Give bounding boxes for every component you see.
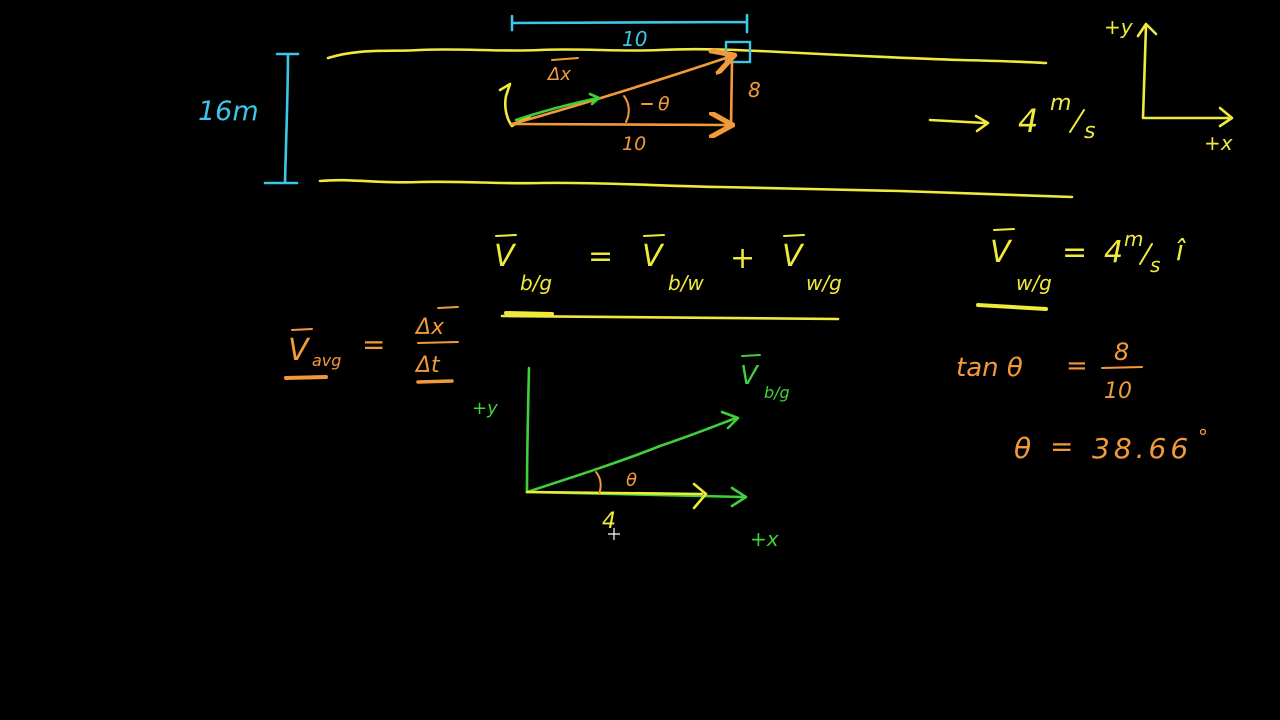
vd-angle-label: θ bbox=[626, 470, 637, 491]
current-unit-den: s bbox=[1084, 119, 1095, 144]
vd-x-comp-label: 4 bbox=[602, 509, 616, 534]
water-velocity-equation: V w/g = 4 m s î bbox=[976, 227, 1186, 311]
tan-fraction-bar bbox=[1101, 366, 1143, 369]
vwg-unit-den: s bbox=[1150, 253, 1160, 277]
tan-den: 10 bbox=[1104, 379, 1132, 404]
triangle-base-label: 10 bbox=[622, 133, 646, 155]
boat-velocity-hint bbox=[514, 92, 601, 122]
triangle-angle-label: θ bbox=[658, 93, 670, 115]
river-width-bracket bbox=[263, 52, 300, 185]
eq-t2-v: V bbox=[782, 239, 805, 274]
eq-plus: + bbox=[730, 241, 755, 276]
pen-cursor bbox=[608, 528, 620, 540]
vd-y-axis bbox=[525, 366, 531, 494]
theta-lhs: θ bbox=[1014, 432, 1031, 465]
river-width-label: 16m bbox=[198, 96, 259, 127]
vwg-equals: = bbox=[1062, 235, 1087, 270]
angle-result: θ = 38.66 ° bbox=[1014, 425, 1208, 465]
eq-lhs-v: V bbox=[494, 239, 517, 274]
average-velocity-equation: V avg = Δx Δt bbox=[284, 306, 459, 384]
vector-sum-equation: V b/g = V b/w + V w/g bbox=[494, 234, 842, 321]
vwg-value: 4 bbox=[1104, 235, 1123, 270]
eq-t1-v: V bbox=[642, 239, 665, 274]
landing-box bbox=[724, 40, 752, 64]
vavg-v: V bbox=[288, 333, 311, 368]
vwg-unit-num: m bbox=[1124, 227, 1143, 251]
vd-x-label: +x bbox=[750, 527, 779, 551]
tan-lhs: tan θ bbox=[956, 353, 1023, 383]
current-arrow bbox=[928, 114, 990, 133]
top-axis-y-label: +y bbox=[1104, 15, 1134, 39]
displacement-hyp bbox=[510, 56, 732, 126]
vavg-num: Δx bbox=[414, 315, 445, 340]
eq-t2-sub: w/g bbox=[806, 271, 842, 295]
triangle-hyp-label: Δx bbox=[546, 64, 571, 85]
vwg-v: V bbox=[990, 235, 1013, 270]
displacement-height bbox=[729, 60, 734, 128]
tan-num: 8 bbox=[1114, 338, 1129, 366]
vavg-equals: = bbox=[362, 328, 385, 361]
vd-v-sub: b/g bbox=[764, 383, 790, 402]
vavg-sub: avg bbox=[312, 351, 341, 370]
displacement-base bbox=[510, 124, 730, 125]
eq-lhs-underline bbox=[504, 311, 554, 316]
theta-degree: ° bbox=[1198, 425, 1208, 449]
vd-x-component bbox=[525, 482, 708, 510]
tan-equals: = bbox=[1066, 351, 1088, 381]
vwg-sub: w/g bbox=[1016, 271, 1052, 295]
triangle-height-label: 8 bbox=[748, 78, 761, 102]
eq-equals: = bbox=[588, 239, 613, 274]
span-bracket bbox=[510, 13, 749, 34]
vd-angle-arc bbox=[595, 471, 602, 495]
vwg-unit-vector: î bbox=[1176, 234, 1186, 267]
triangle-hyp-bar bbox=[551, 57, 579, 61]
vd-resultant-vector bbox=[525, 410, 740, 494]
vavg-underline bbox=[284, 375, 328, 380]
vavg-den-underline bbox=[416, 379, 454, 384]
current-unit-slash bbox=[1069, 109, 1085, 133]
theta-equals: = bbox=[1050, 430, 1073, 463]
vwg-underline bbox=[976, 303, 1048, 311]
eq-lhs-sub: b/g bbox=[520, 271, 552, 295]
river-bottom-bank bbox=[318, 178, 1074, 199]
top-axis-x-label: +x bbox=[1204, 131, 1233, 155]
triangle-angle-arc bbox=[623, 95, 630, 123]
current-speed: 4 bbox=[1018, 102, 1038, 140]
theta-value: 38.66 bbox=[1092, 432, 1192, 465]
eq-t1-sub: b/w bbox=[668, 271, 704, 295]
vd-y-label: +y bbox=[472, 398, 498, 419]
eq-underline bbox=[500, 314, 840, 321]
span-label: 10 bbox=[622, 27, 647, 51]
tangent-equation: tan θ = 8 10 bbox=[956, 338, 1143, 404]
current-unit-num: m bbox=[1050, 91, 1071, 116]
vd-v-label: V bbox=[740, 361, 760, 391]
river-top-bank bbox=[326, 47, 1048, 65]
vavg-den: Δt bbox=[414, 353, 441, 378]
vector-diagram: θ 4 +y +x V b/g bbox=[472, 354, 790, 551]
vavg-fraction-bar bbox=[417, 341, 459, 344]
top-axes bbox=[1136, 22, 1234, 128]
